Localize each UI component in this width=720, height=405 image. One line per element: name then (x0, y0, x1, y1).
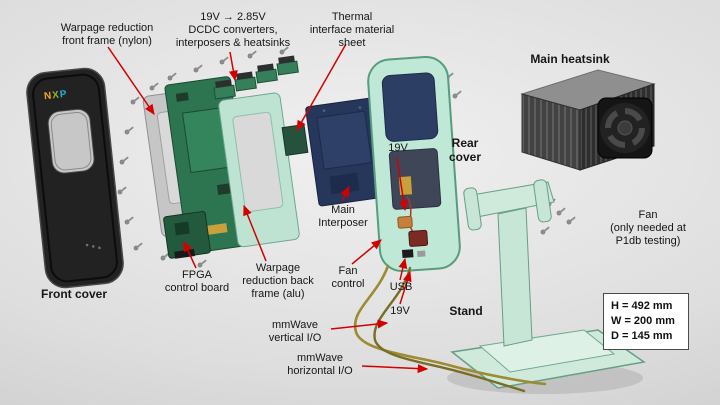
warpage-back-frame-graphic (218, 92, 300, 248)
thermal-sheet-graphic (281, 124, 309, 156)
dimension-width: W = 200 mm (611, 315, 675, 327)
arrow-thermal (296, 43, 347, 132)
arrow-warpage-back (243, 204, 267, 262)
fpga-board-graphic (163, 211, 211, 259)
arrow-fan-control (351, 239, 382, 265)
fan-graphic (597, 97, 653, 159)
label-main-heatsink: Main heatsink (530, 52, 610, 66)
front-cover-graphic (26, 67, 124, 289)
label-19v-upper: 19V (388, 142, 408, 154)
label-fan-control: Fan control (331, 265, 365, 291)
label-stand: Stand (449, 304, 483, 318)
label-front-cover: Front cover (40, 287, 107, 301)
label-rear-cover: Rear cover (448, 136, 482, 165)
label-thermal-sheet: Thermal interface material sheet (309, 11, 395, 50)
arrow-19v-upper (396, 157, 409, 212)
label-dcdc-converters: 19V → 2.85V DCDC converters, interposers… (175, 11, 291, 50)
label-19v-lower: 19V (390, 305, 410, 317)
label-warpage-back-frame: Warpage reduction back frame (alu) (242, 262, 314, 301)
arrow-mmwave-vertical (330, 319, 389, 330)
arrow-19v-lower (399, 270, 412, 305)
label-fan: Fan (only needed at P1db testing) (610, 209, 686, 248)
dcdc-modules-graphic (213, 55, 299, 100)
logo-letter-p: P (59, 88, 69, 101)
main-heatsink-graphic (520, 69, 656, 171)
cables-graphic (353, 264, 547, 393)
arrow-interposer (340, 185, 350, 202)
arrow-dcdc (228, 51, 238, 82)
dimension-depth: D = 145 mm (611, 330, 673, 342)
main-interposer-graphic (305, 97, 387, 207)
stand-graphic (447, 179, 646, 394)
label-warpage-front-frame: Warpage reduction front frame (nylon) (60, 22, 154, 48)
arrow-usb (398, 257, 408, 281)
dimension-height: H = 492 mm (611, 300, 673, 312)
label-fpga-board: FPGA control board (164, 269, 230, 295)
callout-arrows (107, 43, 429, 374)
dimensions-box: H = 492 mm W = 200 mm D = 145 mm (603, 293, 689, 350)
label-usb: USB (389, 281, 413, 293)
arrow-mmwave-horizontal (361, 364, 429, 374)
arrow-warpage-front (107, 46, 155, 115)
arrow-fpga (183, 240, 197, 269)
label-mmwave-horizontal: mmWave horizontal I/O (287, 352, 353, 378)
label-main-interposer: Main Interposer (318, 204, 368, 230)
label-mmwave-vertical: mmWave vertical I/O (268, 319, 322, 345)
